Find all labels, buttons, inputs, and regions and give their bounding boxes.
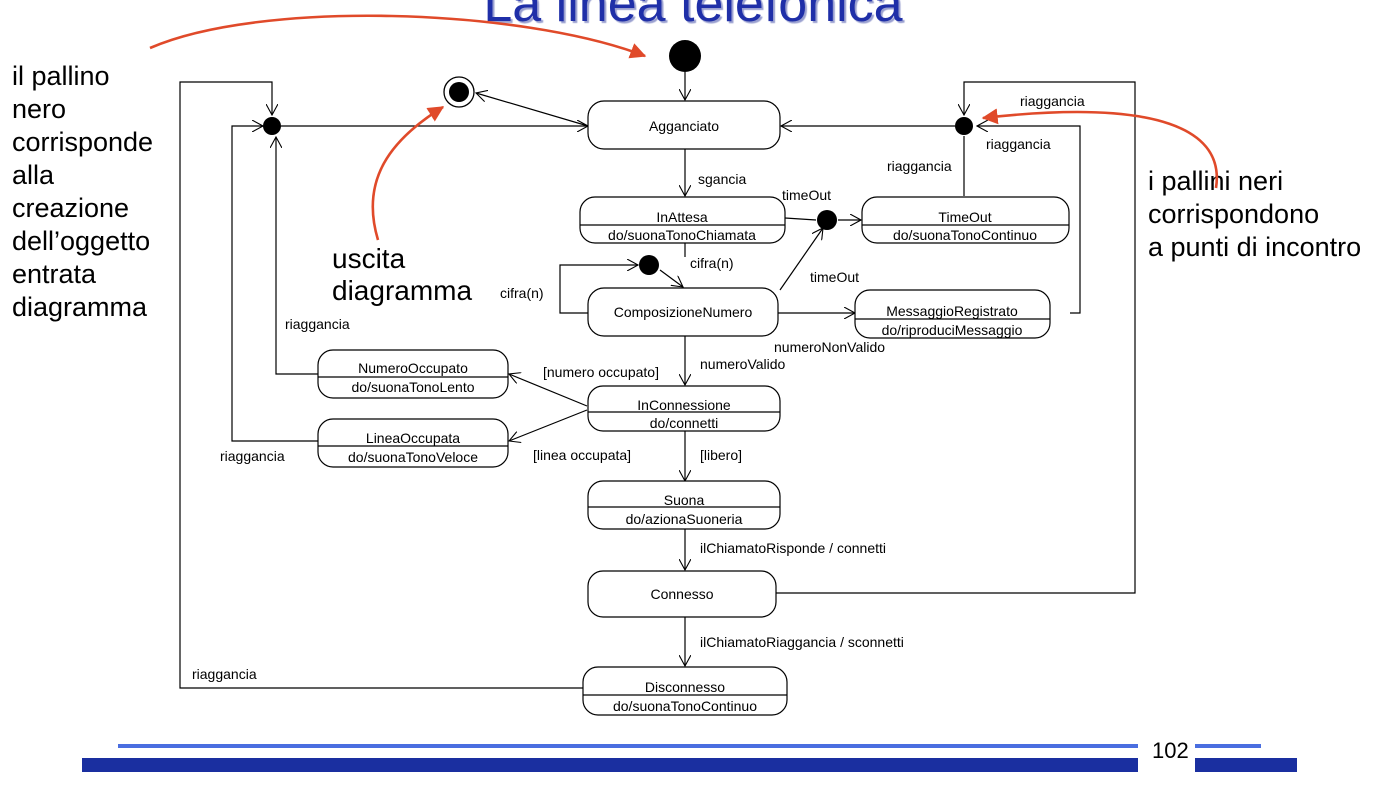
state-inconnessione: InConnessione do/connetti [587, 385, 781, 432]
label-cifra: cifra(n) [690, 255, 734, 271]
note-line: uscita [332, 243, 406, 274]
state-action: do/suonaTonoContinuo [893, 227, 1037, 243]
transition-cifra-composition [659, 269, 683, 287]
note-line: il pallino [12, 61, 110, 91]
note-line: nero [12, 94, 67, 124]
state-action: do/riproduciMessaggio [882, 322, 1023, 338]
note-line: corrisponde [12, 127, 154, 157]
state-disconnesso: Disconnesso do/suonaTonoContinuo [582, 666, 788, 716]
label-libero: [libero] [700, 447, 742, 463]
note-line: a punti di incontro [1148, 232, 1362, 262]
label-riaggancia: riaggancia [285, 316, 350, 332]
note-line: alla [12, 160, 55, 190]
transition-final [476, 93, 589, 127]
note-line: dell’oggetto [12, 226, 151, 256]
state-connesso: Connesso [587, 570, 777, 618]
state-action: do/azionaSuoneria [626, 511, 743, 527]
state-name: TimeOut [938, 209, 991, 225]
label-numero-occupato: [numero occupato] [543, 364, 659, 380]
note-line: diagramma [12, 292, 148, 322]
annotation-arrow-initial [149, 14, 647, 59]
state-messaggio-registrato: MessaggioRegistrato do/riproduciMessaggi… [854, 289, 1051, 339]
label-riaggancia: riaggancia [192, 666, 257, 682]
state-action: do/suonaTonoVeloce [348, 449, 478, 465]
label-riaggancia: riaggancia [220, 448, 285, 464]
state-name: Agganciato [649, 118, 719, 134]
footer-bar-dark [82, 758, 1138, 772]
label-numero-valido: numeroValido [700, 356, 786, 372]
note-exit: uscita diagramma [332, 243, 472, 307]
junction-left [263, 117, 281, 135]
label-chiamato-risponde: ilChiamatoRisponde / connetti [700, 540, 886, 556]
label-riaggancia: riaggancia [1020, 93, 1085, 109]
note-initial-state: il pallino nero corrisponde alla creazio… [12, 60, 153, 324]
state-name: ComposizioneNumero [614, 304, 753, 320]
label-numero-non-valido: numeroNonValido [774, 339, 885, 355]
footer-bar-dark [1195, 758, 1297, 772]
junction-right [955, 117, 973, 135]
state-name: InConnessione [637, 397, 731, 413]
note-line: entrata [12, 259, 97, 289]
annotation-arrow-final [371, 105, 445, 241]
state-agganciato: Agganciato [587, 100, 781, 150]
state-name: LineaOccupata [366, 430, 460, 446]
state-inattesa: InAttesa do/suonaTonoChiamata [579, 196, 786, 244]
transition-cifra-self [559, 265, 638, 314]
slide-title: La linea telefonica [483, 0, 903, 33]
footer-line-light [118, 744, 1138, 748]
annotation-arrow-junction [981, 108, 1219, 189]
initial-state-dot [669, 40, 701, 72]
transition-timeout-composition [779, 228, 823, 291]
state-action: do/suonaTonoChiamata [608, 227, 756, 243]
transition-numero-occupato [509, 374, 588, 407]
state-linea-occupata: LineaOccupata do/suonaTonoVeloce [317, 418, 509, 468]
state-action: do/suonaTonoLento [352, 379, 475, 395]
label-timeout: timeOut [782, 187, 831, 203]
transition-linea-occupata [509, 409, 588, 441]
label-riaggancia: riaggancia [887, 158, 952, 174]
transition-riaggancia-disconnesso [179, 81, 583, 689]
transition-timeout-a [784, 217, 817, 221]
label-cifra: cifra(n) [500, 285, 544, 301]
footer-line-light [1195, 744, 1261, 748]
state-name: Disconnesso [645, 679, 725, 695]
label-chiamato-riaggancia: ilChiamatoRiaggancia / sconnetti [700, 634, 904, 650]
state-timeout: TimeOut do/suonaTonoContinuo [861, 196, 1070, 244]
state-name: Suona [664, 492, 705, 508]
label-riaggancia: riaggancia [986, 136, 1051, 152]
final-state-dot [449, 82, 469, 102]
note-line: creazione [12, 193, 130, 223]
state-numero-occupato: NumeroOccupato do/suonaTonoLento [317, 349, 509, 399]
transition-riaggancia-linea [231, 126, 318, 442]
label-linea-occupata: [linea occupata] [533, 447, 631, 463]
label-timeout: timeOut [810, 269, 859, 285]
state-name: NumeroOccupato [358, 360, 468, 376]
transition-riaggancia-occupato [276, 137, 318, 375]
label-sgancia: sgancia [698, 171, 746, 187]
state-name: MessaggioRegistrato [886, 303, 1018, 319]
state-action: do/suonaTonoContinuo [613, 698, 757, 714]
junction-timeout [817, 210, 837, 230]
transitions [179, 72, 1136, 689]
state-name: InAttesa [656, 209, 708, 225]
transition-riaggancia-messaggio [977, 126, 1081, 314]
note-line: corrispondono [1148, 199, 1320, 229]
state-action: do/connetti [650, 415, 719, 431]
junction-cifra [639, 255, 659, 275]
state-composizione-numero: ComposizioneNumero [587, 287, 779, 337]
page-number: 102 [1152, 738, 1189, 763]
note-line: diagramma [332, 275, 473, 306]
state-name: Connesso [650, 586, 713, 602]
note-junctions: i pallini neri corrispondono a punti di … [1148, 165, 1361, 264]
state-suona: Suona do/azionaSuoneria [587, 480, 781, 530]
transition-riaggancia-connesso [776, 81, 1136, 594]
